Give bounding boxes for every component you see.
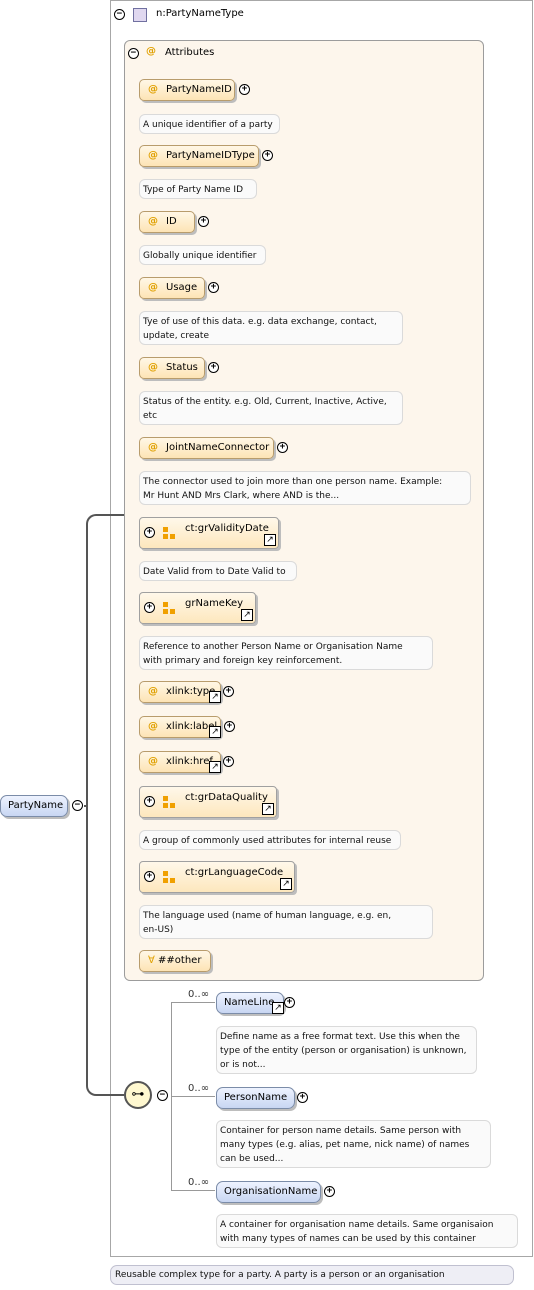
expand-icon[interactable]: + [144, 796, 155, 807]
attribute-icon: @ [148, 442, 158, 453]
connector-line [171, 1002, 215, 1003]
expand-icon[interactable]: + [239, 84, 250, 95]
attribute-id[interactable]: @ID [139, 211, 195, 233]
connector-bracket [86, 514, 124, 1096]
attribute-icon: @ [146, 46, 156, 57]
group-icon [163, 796, 176, 809]
attribute-doc: The connector used to join more than one… [139, 471, 471, 505]
element-personname[interactable]: PersonName [216, 1087, 295, 1109]
type-name: n:PartyNameType [156, 8, 244, 19]
type-doc: Reusable complex type for a party. A par… [110, 1265, 514, 1285]
cardinality: 0..∞ [188, 1083, 210, 1094]
attribute-xlink-href[interactable]: @xlink:href↗ [139, 751, 221, 773]
attribute-doc: Globally unique identifier [139, 245, 266, 265]
group-namekey[interactable]: + grNameKey ↗ [139, 592, 256, 624]
cardinality: 0..∞ [188, 1177, 210, 1188]
expand-icon[interactable]: + [284, 997, 295, 1008]
group-doc: The language used (name of human languag… [139, 905, 433, 939]
attribute-doc: Type of Party Name ID [139, 179, 257, 199]
expand-icon[interactable]: + [324, 1186, 335, 1197]
expand-icon[interactable]: + [208, 362, 219, 373]
arrow-link-icon[interactable]: ↗ [264, 534, 276, 546]
arrow-link-icon[interactable]: ↗ [262, 803, 274, 815]
expand-icon[interactable]: + [144, 602, 155, 613]
attribute-partynameid[interactable]: @PartyNameID [139, 79, 235, 101]
group-icon [163, 871, 176, 884]
attribute-usage[interactable]: @Usage [139, 277, 205, 299]
expand-icon[interactable]: + [144, 527, 155, 538]
group-doc: Reference to another Person Name or Orga… [139, 636, 433, 670]
attribute-doc: A unique identifier of a party [139, 114, 280, 134]
element-nameline[interactable]: NameLine↗ [216, 992, 284, 1014]
choice-compositor-icon[interactable]: ⊶ [124, 1081, 152, 1109]
attribute-doc: Status of the entity. e.g. Old, Current,… [139, 391, 403, 425]
arrow-link-icon[interactable]: ↗ [272, 1002, 284, 1014]
attribute-doc: Tye of use of this data. e.g. data excha… [139, 311, 403, 345]
expand-icon[interactable]: + [144, 871, 155, 882]
attribute-partynameidtype[interactable]: @PartyNameIDType [139, 145, 259, 167]
root-element-partyname[interactable]: PartyName [0, 795, 68, 817]
attribute-status[interactable]: @Status [139, 357, 205, 379]
expand-icon[interactable]: + [198, 216, 209, 227]
collapse-icon[interactable]: − [72, 800, 83, 811]
arrow-link-icon[interactable]: ↗ [241, 609, 253, 621]
expand-icon[interactable]: + [277, 442, 288, 453]
arrow-link-icon[interactable]: ↗ [280, 878, 292, 890]
group-doc: A group of commonly used attributes for … [139, 830, 401, 850]
any-attribute[interactable]: ∀ ##other [139, 950, 211, 972]
connector-line [171, 1096, 215, 1097]
collapse-type-icon[interactable]: − [114, 9, 125, 20]
arrow-link-icon[interactable]: ↗ [209, 761, 221, 773]
element-doc: Container for person name details. Same … [216, 1120, 491, 1168]
expand-icon[interactable]: + [224, 721, 235, 732]
attribute-icon: @ [148, 756, 158, 767]
group-icon [163, 602, 176, 615]
expand-icon[interactable]: + [223, 756, 234, 767]
attribute-xlink-label[interactable]: @xlink:label↗ [139, 716, 221, 738]
attribute-icon: @ [148, 282, 158, 293]
expand-icon[interactable]: + [262, 150, 273, 161]
type-frame [110, 0, 533, 1257]
attribute-icon: @ [148, 721, 158, 732]
element-organisationname[interactable]: OrganisationName [216, 1181, 321, 1203]
attribute-jointnameconnector[interactable]: @JointNameConnector [139, 437, 274, 459]
group-dataquality[interactable]: + ct:grDataQuality ↗ [139, 786, 277, 818]
connector-line [171, 1190, 215, 1191]
attribute-icon: @ [148, 362, 158, 373]
collapse-icon[interactable]: − [157, 1090, 168, 1101]
group-doc: Date Valid from to Date Valid to [139, 561, 297, 581]
group-validitydate[interactable]: + ct:grValidityDate ↗ [139, 517, 279, 549]
element-doc: A container for organisation name detail… [216, 1214, 518, 1248]
expand-icon[interactable]: + [223, 686, 234, 697]
cardinality: 0..∞ [188, 989, 210, 1000]
any-icon: ∀ [148, 955, 155, 966]
attributes-label: Attributes [165, 47, 215, 58]
attribute-icon: @ [148, 686, 158, 697]
expand-icon[interactable]: + [297, 1092, 308, 1103]
collapse-attributes-icon[interactable]: − [128, 48, 139, 59]
arrow-link-icon[interactable]: ↗ [209, 691, 221, 703]
attribute-icon: @ [148, 216, 158, 227]
group-icon [163, 527, 176, 540]
element-doc: Define name as a free format text. Use t… [216, 1026, 477, 1074]
attribute-icon: @ [148, 150, 158, 161]
expand-icon[interactable]: + [208, 282, 219, 293]
attribute-xlink-type[interactable]: @xlink:type↗ [139, 681, 221, 703]
arrow-link-icon[interactable]: ↗ [209, 726, 221, 738]
attribute-icon: @ [148, 84, 158, 95]
type-icon [133, 8, 147, 22]
group-languagecode[interactable]: + ct:grLanguageCode ↗ [139, 861, 295, 893]
